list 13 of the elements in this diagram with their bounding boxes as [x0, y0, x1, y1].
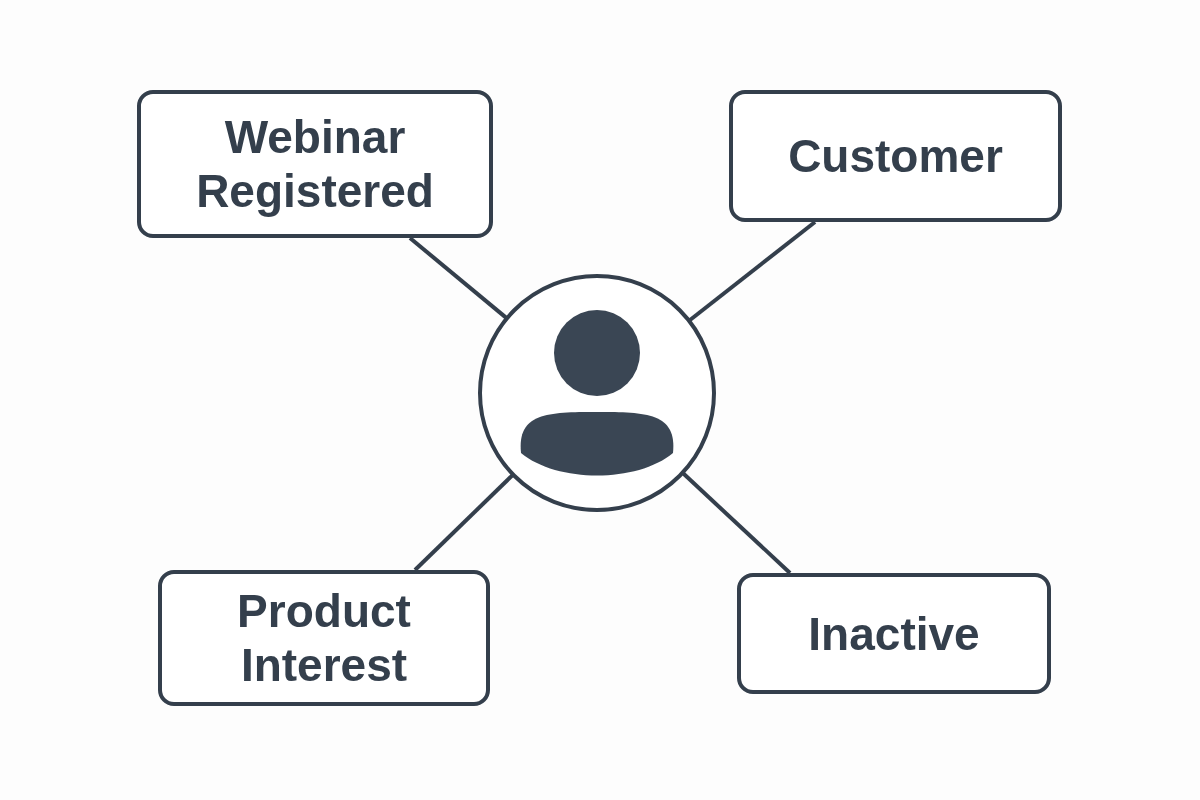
label-box [158, 570, 490, 706]
label-box [137, 90, 493, 238]
label-box [729, 90, 1062, 222]
box-label: Product Interest [236, 584, 412, 692]
box-label: Inactive [808, 606, 980, 661]
connector-line [413, 473, 515, 572]
box-label: Customer [788, 129, 1003, 183]
connector-line [681, 471, 792, 575]
connector-line [687, 220, 817, 323]
label-box [737, 573, 1051, 694]
connector-line [408, 236, 509, 320]
avatar-circle [477, 273, 717, 513]
box-label: Webinar Registered [195, 110, 435, 218]
